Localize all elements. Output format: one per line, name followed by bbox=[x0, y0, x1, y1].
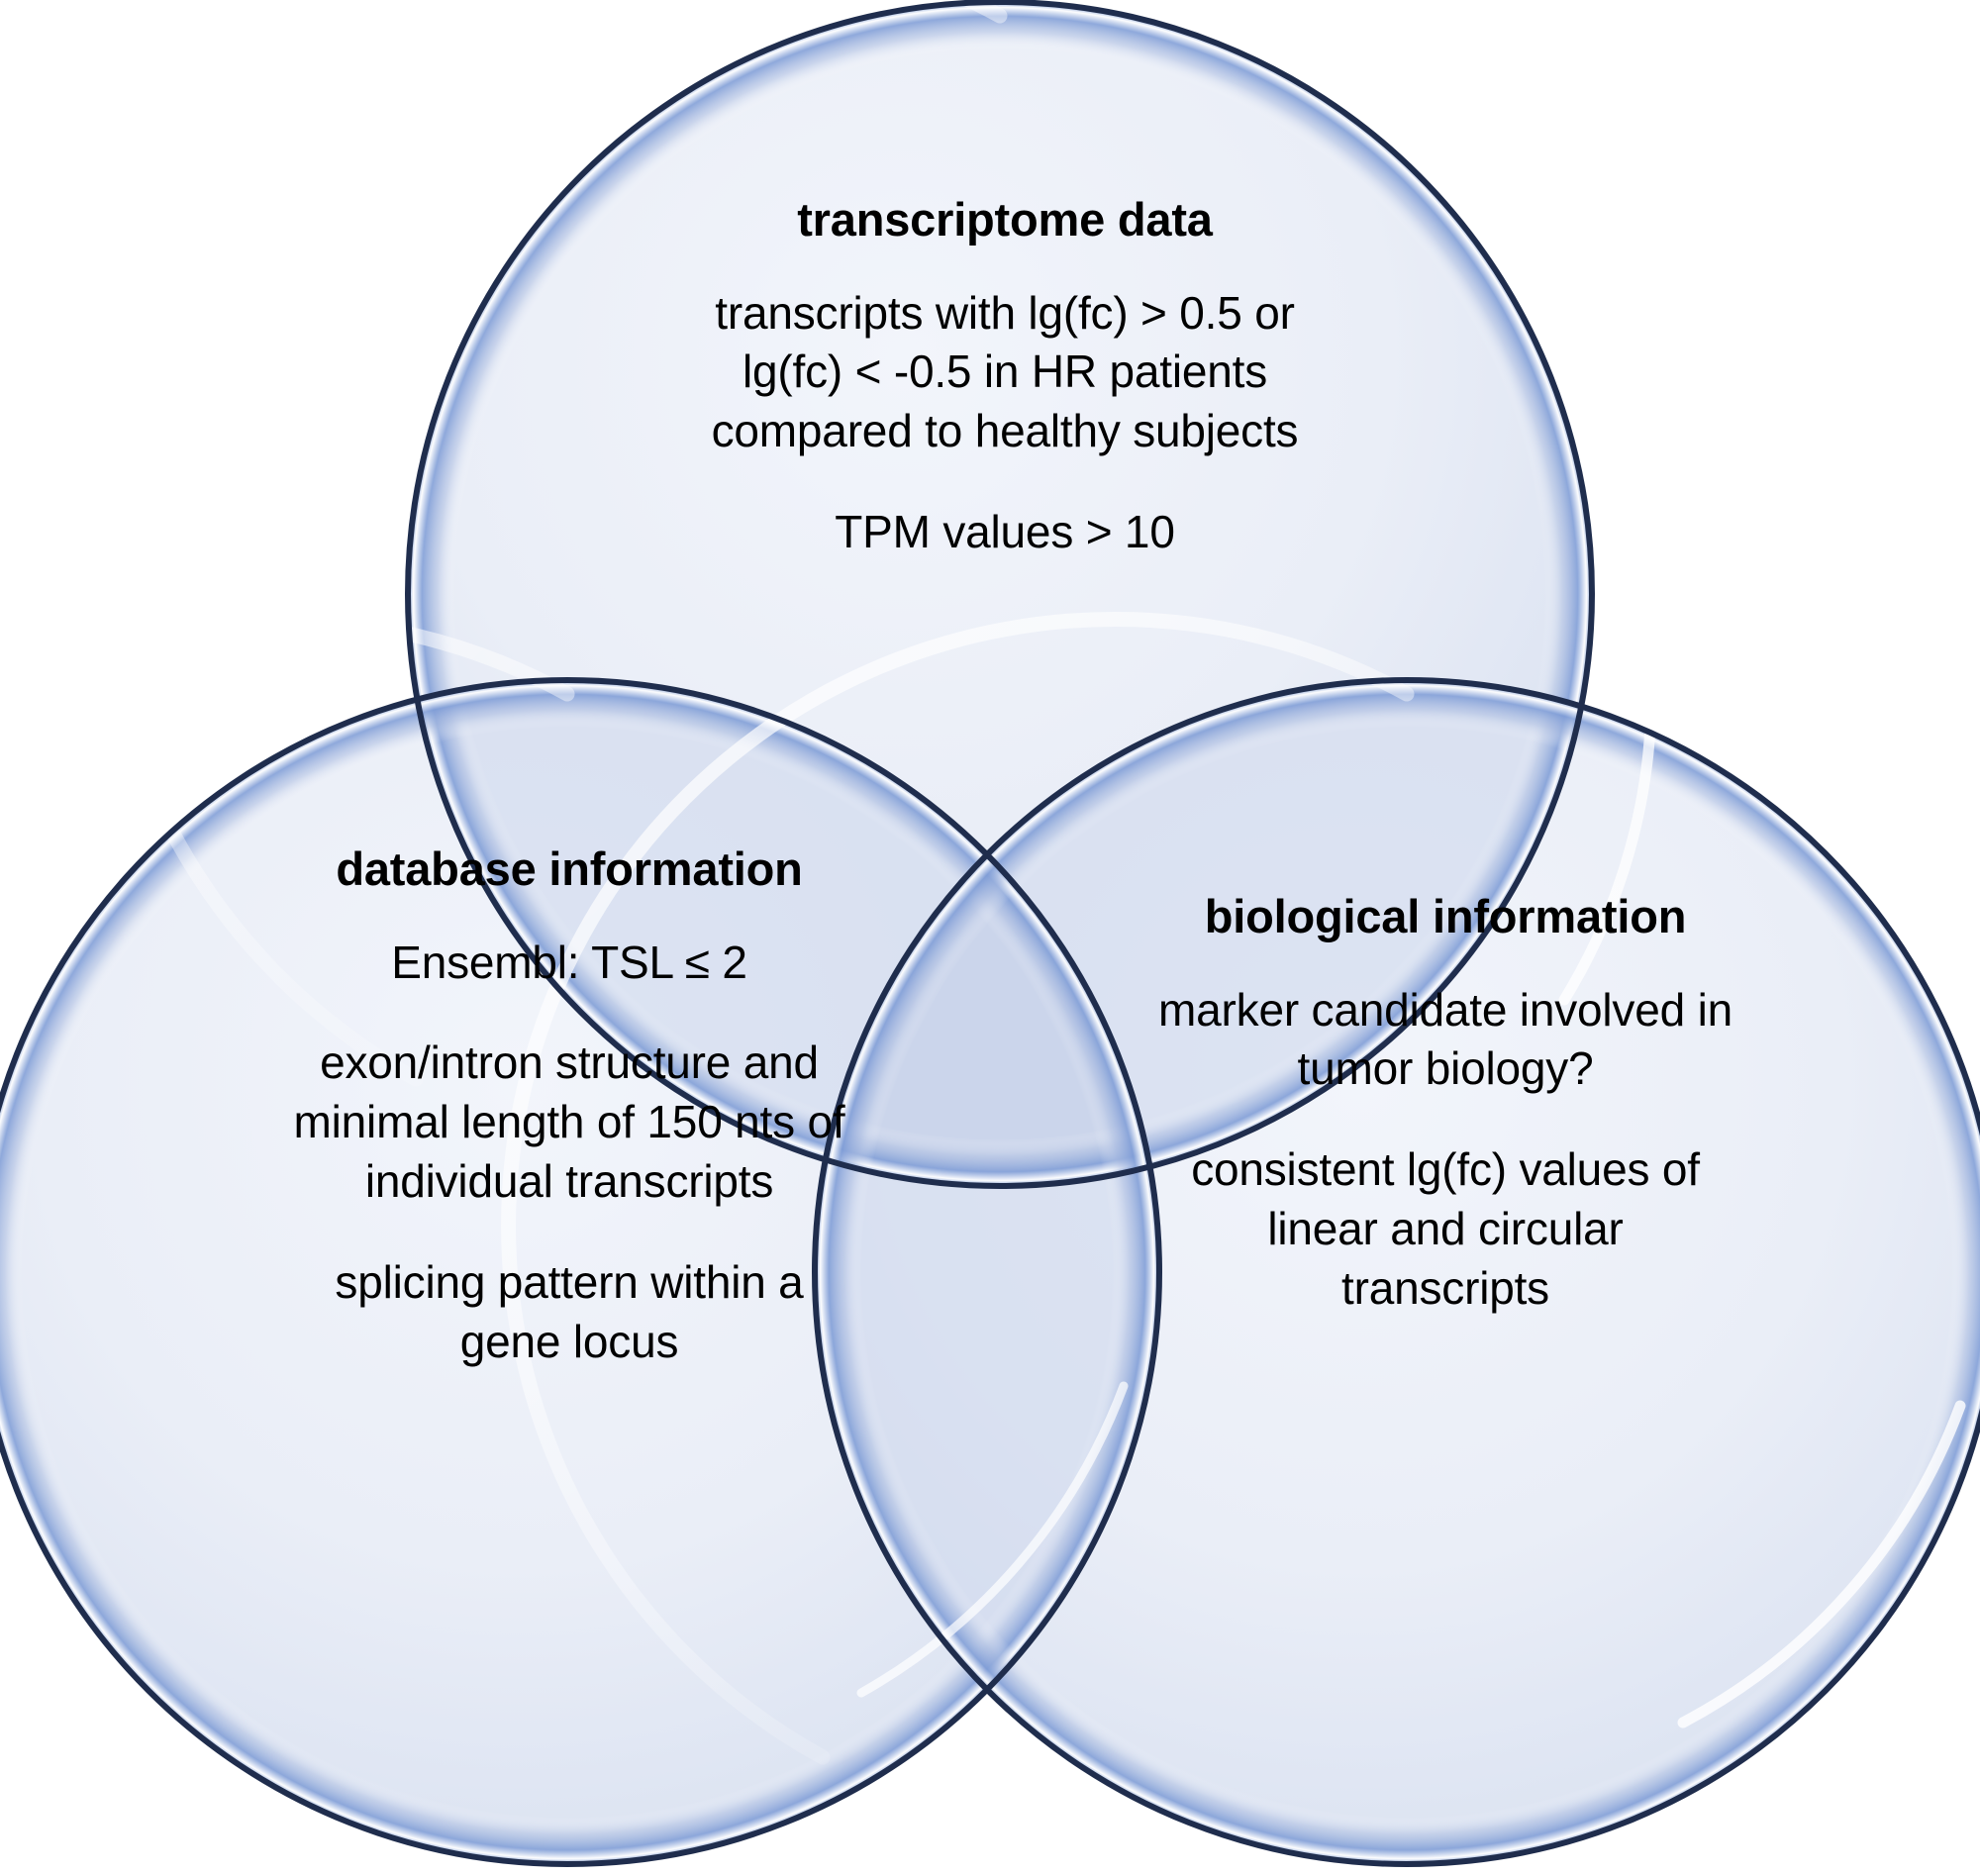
set-text-line: Ensembl: TSL ≤ 2 bbox=[391, 936, 747, 988]
set-text-line: transcripts bbox=[1341, 1261, 1549, 1314]
venn-gloss-highlights bbox=[0, 0, 1966, 1765]
set-text-line: splicing pattern within a bbox=[335, 1255, 804, 1308]
gloss-biological-lower bbox=[1677, 1400, 1966, 1728]
set-paragraph: exon/intron structure and minimal length… bbox=[74, 1034, 1064, 1211]
gloss-database-lower bbox=[856, 1381, 1129, 1698]
set-title-database: database information bbox=[336, 842, 803, 895]
set-paragraph: TPM values > 10 bbox=[500, 503, 1510, 562]
set-paragraph: marker candidate involved in tumor biolo… bbox=[940, 981, 1950, 1100]
set-paragraph: transcripts with lg(fc) > 0.5 or lg(fc) … bbox=[500, 284, 1510, 461]
set-label-biological: biological information marker candidate … bbox=[940, 890, 1950, 1319]
gloss-biological bbox=[500, 611, 1415, 1765]
circle-database-outline[interactable] bbox=[0, 677, 1162, 1867]
set-text-line: tumor biology? bbox=[1297, 1042, 1594, 1095]
set-title-biological: biological information bbox=[1204, 890, 1687, 942]
gloss-transcriptome bbox=[93, 0, 1008, 1087]
set-text-line: TPM values > 10 bbox=[835, 506, 1175, 558]
set-title-transcriptome: transcriptome data bbox=[797, 193, 1213, 246]
set-text-line: exon/intron structure and bbox=[320, 1037, 819, 1089]
gloss-transcriptome-lower bbox=[1558, 420, 1657, 1006]
circle-database-rim bbox=[0, 680, 1159, 1864]
set-paragraph: consistent lg(fc) values of linear and c… bbox=[940, 1140, 1950, 1318]
set-text-line: gene locus bbox=[459, 1315, 679, 1367]
set-text-line: consistent lg(fc) values of bbox=[1191, 1143, 1700, 1196]
set-text-line: marker candidate involved in bbox=[1158, 983, 1732, 1036]
set-label-database: database information Ensembl: TSL ≤ 2 ex… bbox=[74, 842, 1064, 1372]
set-text-line: minimal length of 150 nts of bbox=[293, 1096, 845, 1148]
set-label-transcriptome: transcriptome data transcripts with lg(f… bbox=[500, 193, 1510, 562]
set-text-line: compared to healthy subjects bbox=[711, 405, 1299, 457]
gloss-database bbox=[0, 611, 575, 702]
circle-biological-rim bbox=[815, 680, 1980, 1864]
circle-transcriptome-outline[interactable] bbox=[405, 0, 1595, 1189]
set-text-line: linear and circular bbox=[1267, 1203, 1624, 1255]
set-text-line: individual transcripts bbox=[364, 1155, 774, 1208]
set-text-line: lg(fc) < -0.5 in HR patients bbox=[742, 346, 1267, 398]
set-paragraph: Ensembl: TSL ≤ 2 bbox=[74, 934, 1064, 993]
set-paragraph: splicing pattern within a gene locus bbox=[74, 1253, 1064, 1372]
set-text-line: transcripts with lg(fc) > 0.5 or bbox=[715, 286, 1295, 339]
circle-biological-outline[interactable] bbox=[812, 677, 1980, 1867]
